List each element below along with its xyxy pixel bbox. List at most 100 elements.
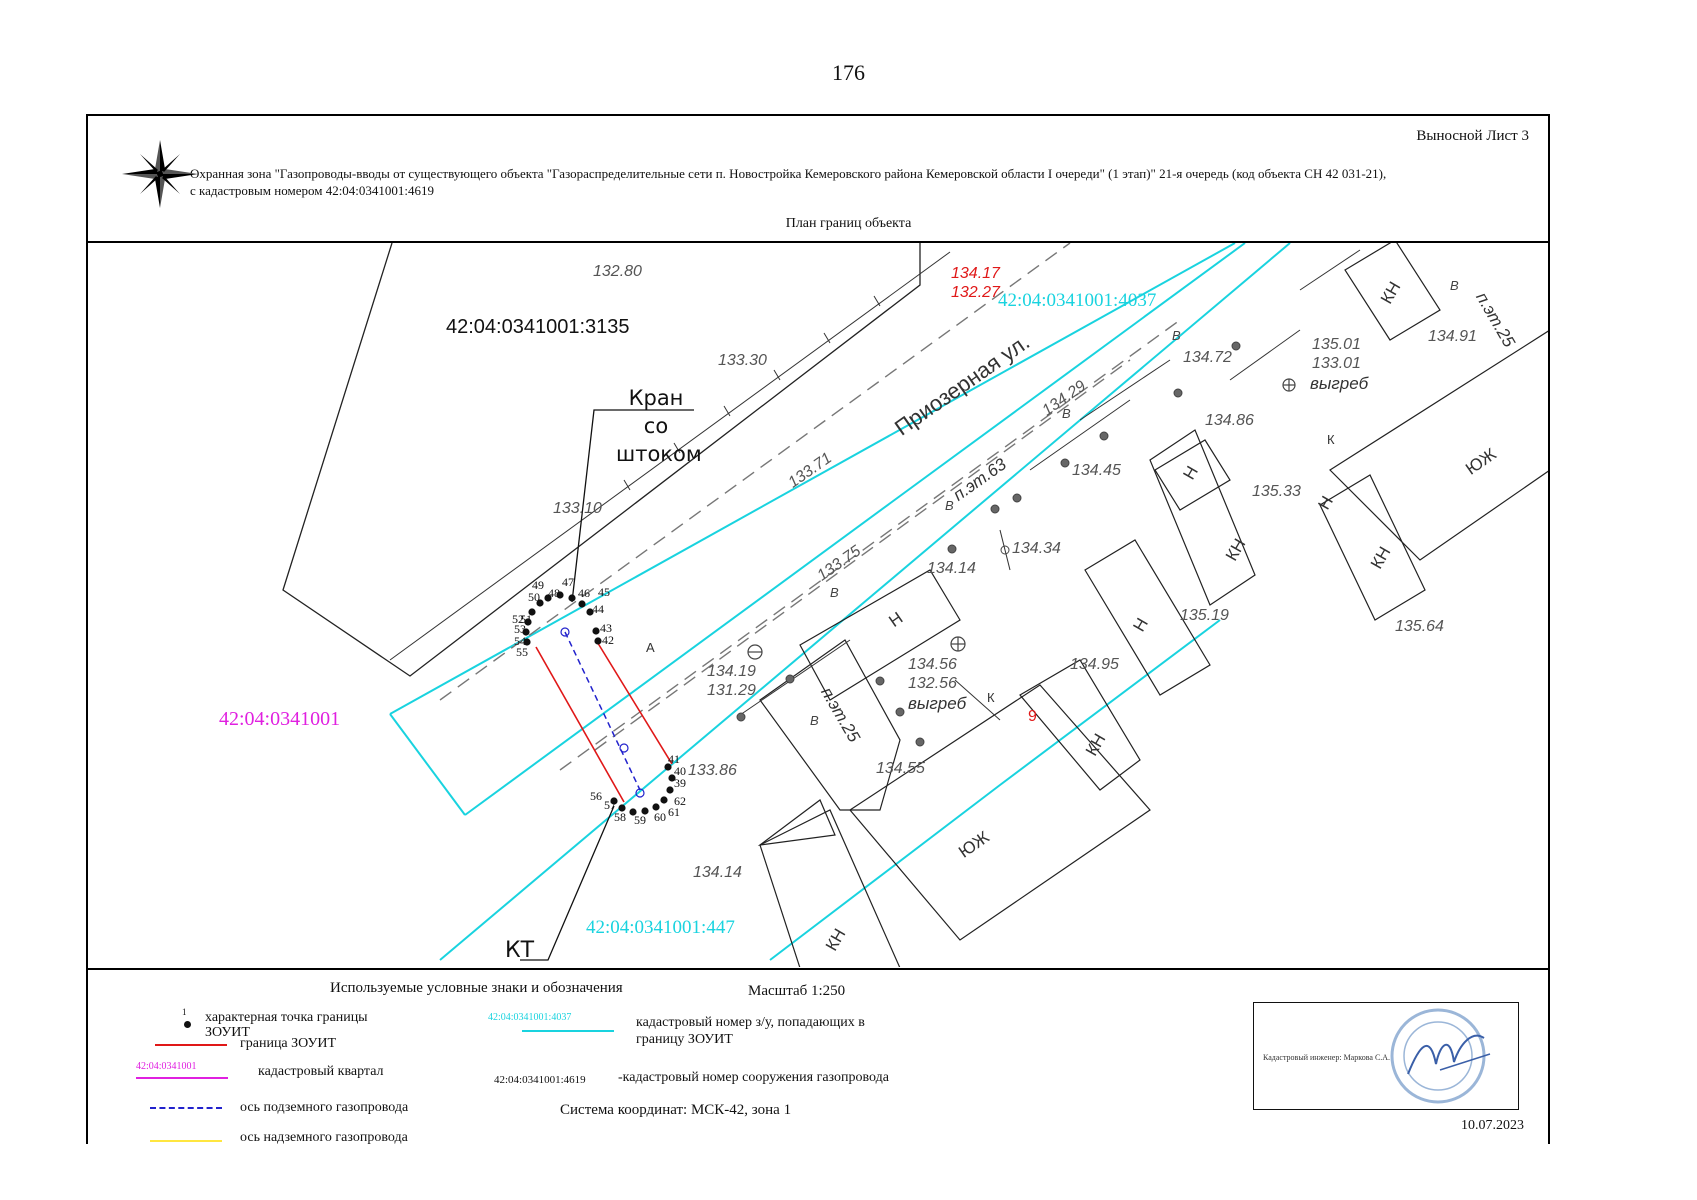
pt-43: 43 xyxy=(600,621,612,635)
k-label-2: К xyxy=(987,690,995,705)
pt-54: 54 xyxy=(514,634,526,648)
pt-42: 42 xyxy=(602,633,614,647)
pt-44: 44 xyxy=(592,602,604,616)
cad-desc-line1: кадастровый номер з/у, попадающих в xyxy=(636,1015,865,1030)
pt-49: 49 xyxy=(532,578,544,592)
coordinate-system: Система координат: МСК-42, зона 1 xyxy=(560,1102,792,1118)
structure-desc: -кадастровый номер сооружения газопровод… xyxy=(618,1070,889,1085)
legend-item-quarter: кадастровый квартал xyxy=(258,1064,384,1079)
zouit-boundary-swatch xyxy=(155,1044,227,1046)
elev-132-80: 132.80 xyxy=(593,263,642,280)
elev-134-86: 134.86 xyxy=(1205,412,1254,429)
svg-text:В: В xyxy=(1062,406,1071,421)
pt-61: 61 xyxy=(668,805,680,819)
elev-135-64: 135.64 xyxy=(1395,618,1444,635)
pt-52: 52 xyxy=(512,612,524,626)
svg-text:В: В xyxy=(830,585,839,600)
parcel-3135-label: 42:04:0341001:3135 xyxy=(446,316,630,338)
plan-title: План границ объекта xyxy=(785,216,912,231)
vygreb-label-2: выгреб xyxy=(908,694,967,713)
cad-desc-line2: границу ЗОУИТ xyxy=(636,1032,733,1047)
elev-134-72: 134.72 xyxy=(1183,349,1232,366)
drawing-frame xyxy=(86,114,1550,1144)
signature-box xyxy=(1253,1002,1519,1110)
pt-45: 45 xyxy=(598,585,610,599)
elev-134-56: 134.56 xyxy=(908,656,957,673)
elev-134-14b: 134.14 xyxy=(693,864,742,881)
compass-rose-icon xyxy=(122,140,198,208)
pt-62: 62 xyxy=(674,794,686,808)
svg-text:В: В xyxy=(1172,328,1181,343)
underground-axis-swatch xyxy=(150,1107,222,1109)
pt-47: 47 xyxy=(562,575,574,589)
elev-135-01: 135.01 xyxy=(1312,336,1361,353)
legend-item-overground: ось надземного газопровода xyxy=(240,1130,408,1144)
k-label-1: К xyxy=(1327,432,1335,447)
elev-135-19: 135.19 xyxy=(1180,607,1229,624)
elev-133-01: 133.01 xyxy=(1312,355,1361,372)
pt-59: 59 xyxy=(634,813,646,827)
number-nine-label: 9 xyxy=(1028,708,1037,725)
page-number: 176 xyxy=(832,60,865,85)
pt-55: 55 xyxy=(516,645,528,659)
sheet-label: Выносной Лист 3 xyxy=(1416,128,1529,144)
header-divider xyxy=(86,241,1550,243)
pt-40: 40 xyxy=(674,764,686,778)
cad-sample: 42:04:0341001:4037 xyxy=(488,1012,572,1023)
scale-label: Масштаб 1:250 xyxy=(748,983,846,999)
elev-134-91: 134.91 xyxy=(1428,328,1477,345)
legend-item-point: характерная точка границы ЗОУИТ xyxy=(205,1010,368,1040)
engineer-label: Кадастровый инженер: Маркова С.А. xyxy=(1263,1053,1391,1062)
pt-39: 39 xyxy=(674,776,686,790)
vygreb-label-1: выгреб xyxy=(1310,374,1369,393)
pt-58: 58 xyxy=(614,810,626,824)
pt-46: 46 xyxy=(578,586,590,600)
legend-divider xyxy=(86,968,1550,970)
legend-title: Используемые условные знаки и обозначени… xyxy=(330,980,623,996)
pt-51: 51 xyxy=(520,612,532,626)
date-label: 10.07.2023 xyxy=(1461,1118,1524,1133)
zouit-boundary xyxy=(535,639,673,803)
kran-line3: штоком xyxy=(616,442,702,466)
cad-swatch xyxy=(522,1030,614,1032)
seal-and-signature-icon xyxy=(1390,1008,1491,1104)
elev-134-14a: 134.14 xyxy=(927,560,976,577)
quarter-sample: 42:04:0341001 xyxy=(136,1061,197,1072)
elev-133-86: 133.86 xyxy=(688,762,737,779)
zone-title-line2: с кадастровым номером 42:04:0341001:4619 xyxy=(190,183,435,198)
elev-134-34: 134.34 xyxy=(1012,540,1061,557)
elev-135-33: 135.33 xyxy=(1252,483,1301,500)
zone-title-line1: Охранная зона "Газопроводы-вводы от суще… xyxy=(190,166,1387,181)
svg-text:В: В xyxy=(945,498,954,513)
parcel-447-label: 42:04:0341001:447 xyxy=(586,917,735,938)
elev-132-56: 132.56 xyxy=(908,675,957,692)
elev-134-19: 134.19 xyxy=(707,663,756,680)
elev-131-29: 131.29 xyxy=(707,682,756,699)
cadastral-quarter-label: 42:04:0341001 xyxy=(219,708,341,730)
kran-callout: Кран со штоком xyxy=(616,384,702,468)
parcel-4037-label: 42:04:0341001:4037 xyxy=(998,290,1157,311)
elev-132-27: 132.27 xyxy=(951,284,1000,301)
pt-50: 50 xyxy=(528,590,540,604)
underground-pipeline-axis xyxy=(564,631,641,791)
svg-text:В: В xyxy=(810,713,819,728)
kran-line1: Кран xyxy=(628,386,684,410)
kt-callout: КТ xyxy=(505,938,535,963)
elev-134-95: 134.95 xyxy=(1070,656,1119,673)
a-label: А xyxy=(646,640,655,655)
elev-133-30: 133.30 xyxy=(718,352,767,369)
legend-item-underground: ось подземного газопровода xyxy=(240,1100,409,1115)
svg-text:В: В xyxy=(1450,278,1459,293)
parcel-3135-boundary xyxy=(282,243,921,677)
structure-sample: 42:04:0341001:4619 xyxy=(494,1074,586,1086)
point-marker-icon xyxy=(184,1021,191,1028)
zone-title: Охранная зона "Газопроводы-вводы от суще… xyxy=(190,165,1550,199)
pt-41: 41 xyxy=(668,752,680,766)
zouit-points xyxy=(522,591,676,816)
pt-60: 60 xyxy=(654,810,666,824)
pt-56: 56 xyxy=(590,789,602,803)
legend-item-boundary: граница ЗОУИТ xyxy=(240,1036,337,1051)
elev-134-55: 134.55 xyxy=(876,760,925,777)
elev-133-10: 133.10 xyxy=(553,500,602,517)
